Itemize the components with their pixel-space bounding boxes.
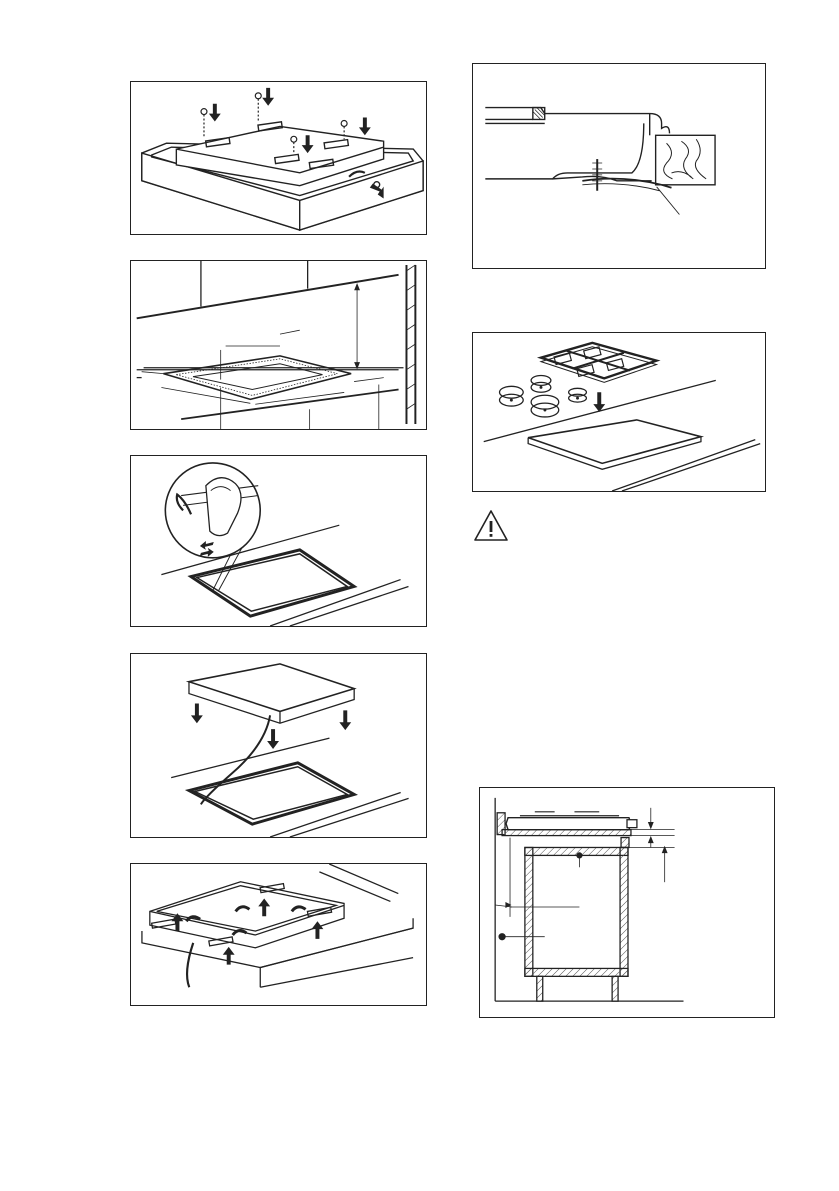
cabinet-section-drawing [480, 788, 774, 1017]
fig-brackets-underside [130, 863, 427, 1006]
fig-cutout-dimensions [130, 260, 427, 430]
fig-hob-lowering [130, 653, 427, 838]
fig-hob-grids-burners [472, 332, 766, 492]
fig-cabinet-section [479, 787, 775, 1018]
hob-lowering-drawing [131, 654, 426, 837]
bracket-section-drawing [473, 64, 765, 268]
cutout-drawing [131, 261, 426, 429]
brackets-underside-drawing [131, 864, 426, 1005]
grids-burners-drawing [473, 333, 765, 491]
seal-drawing [131, 456, 426, 626]
fig-bracket-section [472, 63, 766, 269]
fig-seal-application [130, 455, 427, 627]
warning-triangle-icon [473, 509, 509, 543]
brackets-screws-drawing [131, 82, 426, 234]
fig-brackets-screws [130, 81, 427, 235]
